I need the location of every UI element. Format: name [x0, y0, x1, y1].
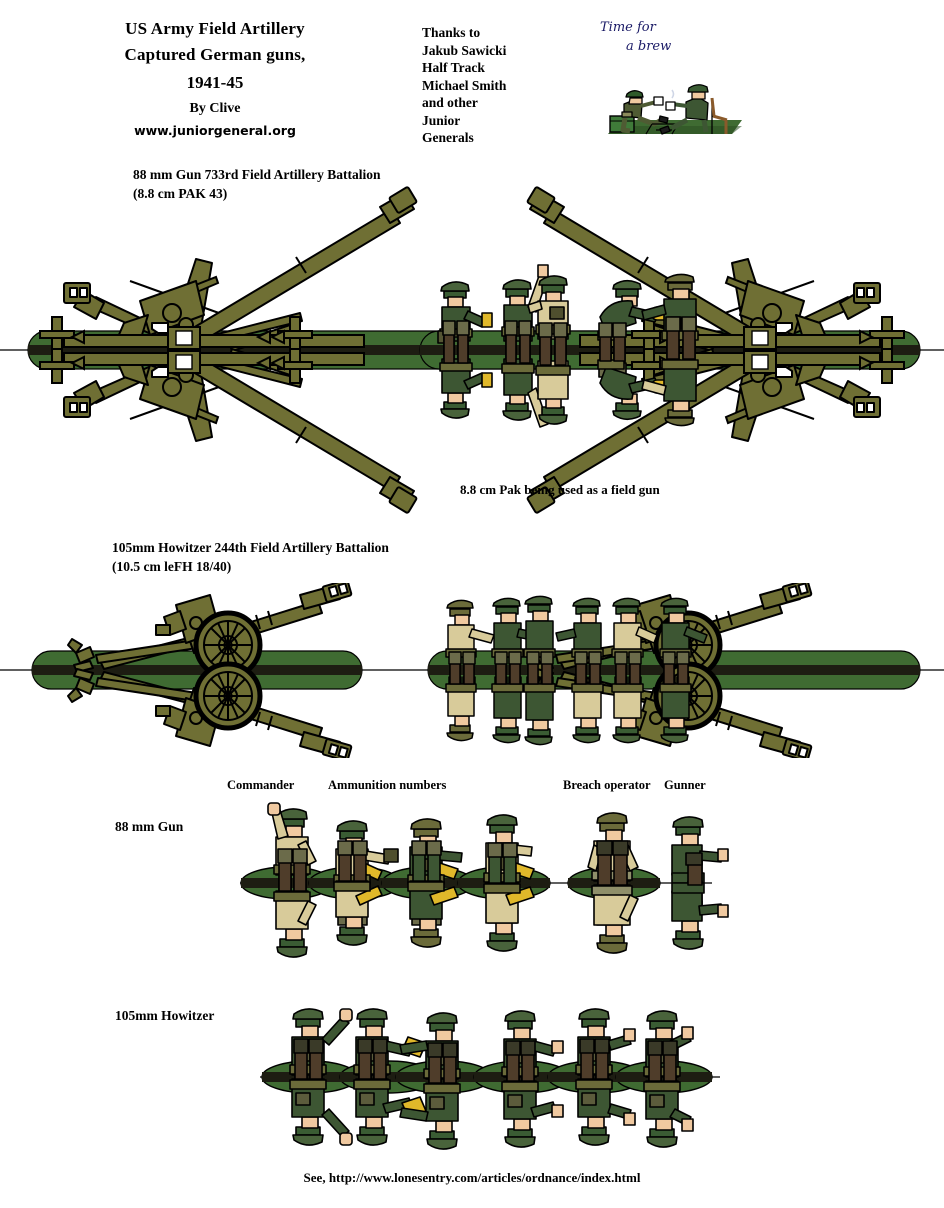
title-line-1: US Army Field Artillery: [125, 19, 305, 38]
role-label-gunner: Gunner: [664, 778, 706, 792]
crew-105-commander: [261, 1008, 359, 1146]
brew-caption: Time for a brew: [600, 18, 750, 56]
title-block: US Army Field Artillery Captured German …: [70, 16, 360, 142]
thanks-line-2: Half Track: [422, 60, 485, 75]
crew-figure-105-1: [445, 599, 495, 742]
thanks-line-6: Generals: [422, 130, 474, 145]
crew-105-gunner: [615, 1010, 713, 1148]
crew-88-ammunition-2: [381, 818, 475, 948]
heading-105mm: 105mm Howitzer 244th Field Artillery Bat…: [112, 538, 389, 576]
crew-group-105: [445, 595, 708, 746]
footer-source-link[interactable]: See, http://www.lonesentry.com/articles/…: [303, 1170, 641, 1185]
gun-88-left-lower: [39, 348, 419, 515]
heading-105mm-line-1: 105mm Howitzer 244th Field Artillery Bat…: [112, 540, 389, 555]
thanks-block: Thanks to Jakub Sawicki Half Track Micha…: [422, 24, 562, 147]
heading-88mm-line-1: 88 mm Gun 733rd Field Artillery Battalio…: [133, 167, 381, 182]
artwork-88mm-guns: [0, 185, 944, 515]
title-line-2: Captured German guns,: [124, 45, 306, 64]
thanks-line-4: and other: [422, 95, 478, 110]
thanks-line-1: Jakub Sawicki: [422, 42, 507, 58]
gun-88-right-upper: [525, 185, 905, 352]
crew-figure-105-6: [659, 597, 708, 744]
tea-break-vignette: [594, 76, 746, 138]
brew-caption-line-2: a brew: [626, 39, 672, 54]
thanks-line-0: Thanks to: [422, 25, 481, 40]
crew-105-ammunition-3: [473, 1010, 571, 1148]
title-website: www.juniorgeneral.org: [134, 123, 296, 138]
caption-88mm: 8.8 cm Pak being used as a field gun: [460, 482, 660, 497]
crew-105-breach-operator: [547, 1008, 645, 1146]
crew-88-gunner: [671, 816, 729, 950]
row-label-105mm: 105mm Howitzer: [115, 1008, 215, 1023]
title-year: 1941-45: [186, 73, 244, 92]
title-author: By Clive: [189, 101, 241, 116]
row-label-88mm: 88 mm Gun: [115, 819, 184, 834]
gun-88-left-upper: [39, 185, 419, 352]
heading-88mm-line-2: (8.8 cm PAK 43): [133, 186, 228, 201]
artwork-105mm-howitzers: [0, 583, 944, 758]
heading-105mm-line-2: (10.5 cm leFH 18/40): [112, 559, 232, 574]
crew-figure-88-3: [527, 275, 571, 425]
crew-figure-105-3: [523, 595, 556, 746]
crew-group-88: [437, 264, 699, 428]
crew-figure-88-2: [501, 264, 549, 428]
crew-row-105mm: [0, 985, 944, 1155]
heading-88mm: 88 mm Gun 733rd Field Artillery Battalio…: [133, 165, 381, 203]
role-label-breach-operator: Breach operator: [563, 778, 651, 792]
crew-figure-105-4: [555, 597, 604, 744]
thanks-line-5: Junior: [422, 112, 461, 128]
crew-figure-88-5: [641, 273, 699, 427]
crew-88-breach-operator: [567, 812, 661, 954]
crew-88-commander: [240, 802, 334, 958]
crew-figure-105-2: [491, 597, 540, 744]
crew-row-88mm: [0, 795, 944, 965]
crew-88-ammunition-3: [457, 814, 551, 952]
role-label-ammunition: Ammunition numbers: [328, 778, 447, 792]
crew-figure-105-5: [611, 597, 658, 744]
thanks-line-3: Michael Smith: [422, 77, 507, 93]
crew-88-ammunition-1: [308, 820, 402, 946]
brew-caption-line-1: Time for: [600, 20, 656, 35]
role-label-commander: Commander: [227, 778, 295, 792]
crew-105-ammunition-2: [395, 1012, 493, 1150]
crew-figure-88-1: [437, 281, 493, 419]
